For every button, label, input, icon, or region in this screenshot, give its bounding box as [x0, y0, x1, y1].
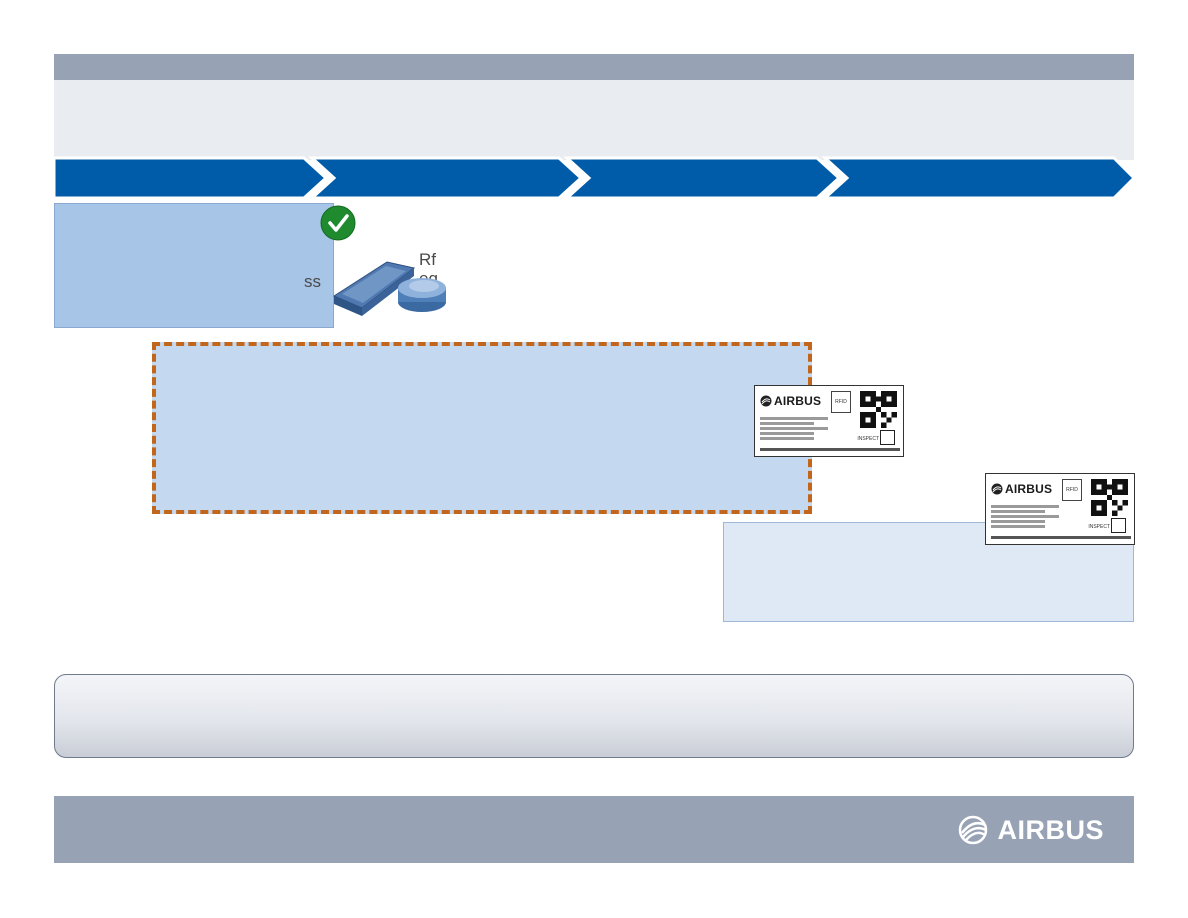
- airbus-rfid-tag-card: AIRBUS RFID INSPECT: [754, 385, 904, 457]
- process-chevron-strip: [54, 156, 1136, 200]
- tag-footer-line: [991, 536, 1131, 539]
- tag-brand: AIRBUS: [1005, 482, 1053, 496]
- footer-brand: AIRBUS: [997, 814, 1104, 845]
- rfid-device-image: [332, 261, 446, 316]
- qr-code-icon: [860, 391, 897, 428]
- tag-text-lines: [991, 503, 1081, 530]
- check-icon: [320, 205, 356, 241]
- tag-text-lines: [760, 415, 850, 442]
- rfid-icon: RFID: [831, 391, 851, 413]
- airbus-logo-icon: AIRBUS: [991, 482, 1052, 496]
- top-bar: [54, 54, 1134, 80]
- device-caption-right-top: Rf: [419, 251, 436, 269]
- tag-footer-line: [760, 448, 900, 451]
- process-step-4: [821, 156, 1136, 200]
- qr-code-icon: [1091, 479, 1128, 516]
- tag-inspect-checkbox: [1111, 518, 1126, 533]
- airbus-logo-icon: [959, 815, 988, 845]
- tag-inspect-label: INSPECT: [1088, 524, 1110, 530]
- footer-logo: AIRBUS: [955, 815, 1104, 845]
- rfid-icon: RFID: [1062, 479, 1082, 501]
- tag-inspect-checkbox: [880, 430, 895, 445]
- process-step-1: [54, 156, 329, 200]
- airbus-logo-icon: AIRBUS: [760, 394, 821, 408]
- tag-inspect-label: INSPECT: [857, 436, 879, 442]
- header-panel: [54, 80, 1134, 160]
- airbus-rfid-tag-card: AIRBUS RFID INSPECT: [985, 473, 1135, 545]
- tag-brand: AIRBUS: [774, 394, 822, 408]
- info-box-left: [54, 203, 334, 328]
- process-step-2: [308, 156, 584, 200]
- footer-bar: AIRBUS: [54, 796, 1134, 863]
- note-bar: [54, 674, 1134, 758]
- highlight-box-dashed: [152, 342, 812, 514]
- device-caption-left: ss: [304, 272, 321, 291]
- process-step-3: [563, 156, 842, 200]
